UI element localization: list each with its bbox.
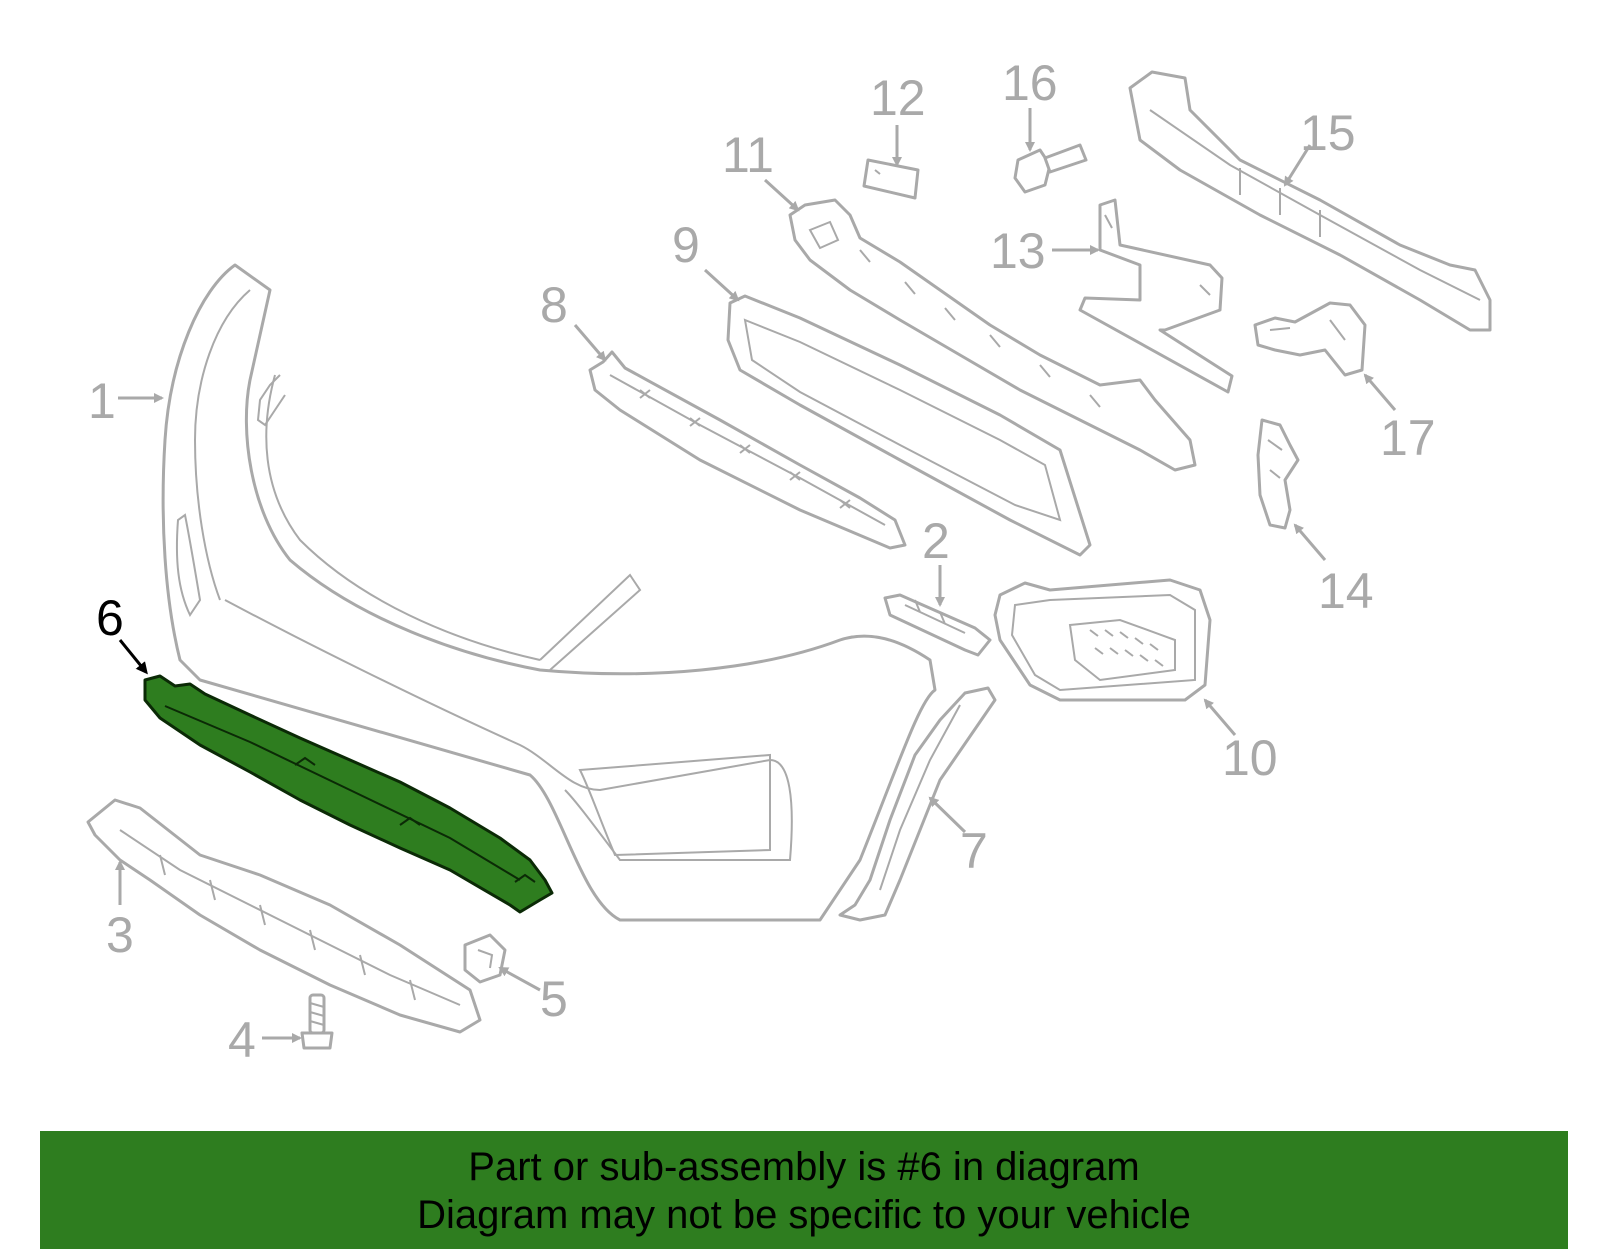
part-2-bracket <box>883 593 992 657</box>
callout-8: 8 <box>540 277 568 333</box>
callout-labels: 1 2 3 4 5 6 7 8 9 10 11 12 13 14 15 16 1… <box>88 55 1436 1068</box>
callout-10: 10 <box>1222 730 1278 786</box>
callout-6: 6 <box>96 590 124 646</box>
callout-4: 4 <box>228 1012 256 1068</box>
callout-11: 11 <box>722 127 774 183</box>
callout-9: 9 <box>672 217 700 273</box>
part-11-upper-bracket <box>788 198 1197 472</box>
callout-3: 3 <box>106 907 134 963</box>
callout-1: 1 <box>88 373 116 429</box>
part-5-clip <box>463 933 507 984</box>
callout-14: 14 <box>1318 563 1374 619</box>
callout-16: 16 <box>1002 55 1058 111</box>
part-8-upper-insert <box>588 350 907 550</box>
banner-line-part: Part or sub-assembly is #6 in diagram <box>468 1145 1140 1189</box>
part-4-bolt <box>300 993 334 1050</box>
part-3-absorber <box>86 798 482 1034</box>
part-15-reinforcement-beam <box>1128 70 1492 332</box>
callout-17: 17 <box>1380 410 1436 466</box>
leader-arrows <box>115 108 1397 1043</box>
parts-diagram: 1 2 3 4 5 6 7 8 9 10 11 12 13 14 15 16 1… <box>86 55 1492 1068</box>
part-17-bracket <box>1253 301 1367 377</box>
info-banner: Part or sub-assembly is #6 in diagram Di… <box>40 1131 1568 1249</box>
part-7-side-molding <box>838 686 997 922</box>
callout-2: 2 <box>922 513 950 569</box>
callout-12: 12 <box>870 70 926 126</box>
part-14-bracket <box>1256 418 1300 530</box>
callout-15: 15 <box>1300 105 1356 161</box>
banner-line-disclaimer: Diagram may not be specific to your vehi… <box>417 1193 1191 1237</box>
part-13-bracket <box>1078 198 1234 394</box>
part-6-lower-trim <box>143 674 554 914</box>
callout-5: 5 <box>540 971 568 1027</box>
part-1-bumper-cover <box>161 263 937 922</box>
part-9-grille-frame <box>726 294 1092 557</box>
part-12-plate <box>862 158 920 200</box>
callout-13: 13 <box>990 223 1046 279</box>
part-16-bolt <box>1013 143 1088 194</box>
part-10-fog-bezel <box>993 578 1212 702</box>
callout-7: 7 <box>960 823 988 879</box>
